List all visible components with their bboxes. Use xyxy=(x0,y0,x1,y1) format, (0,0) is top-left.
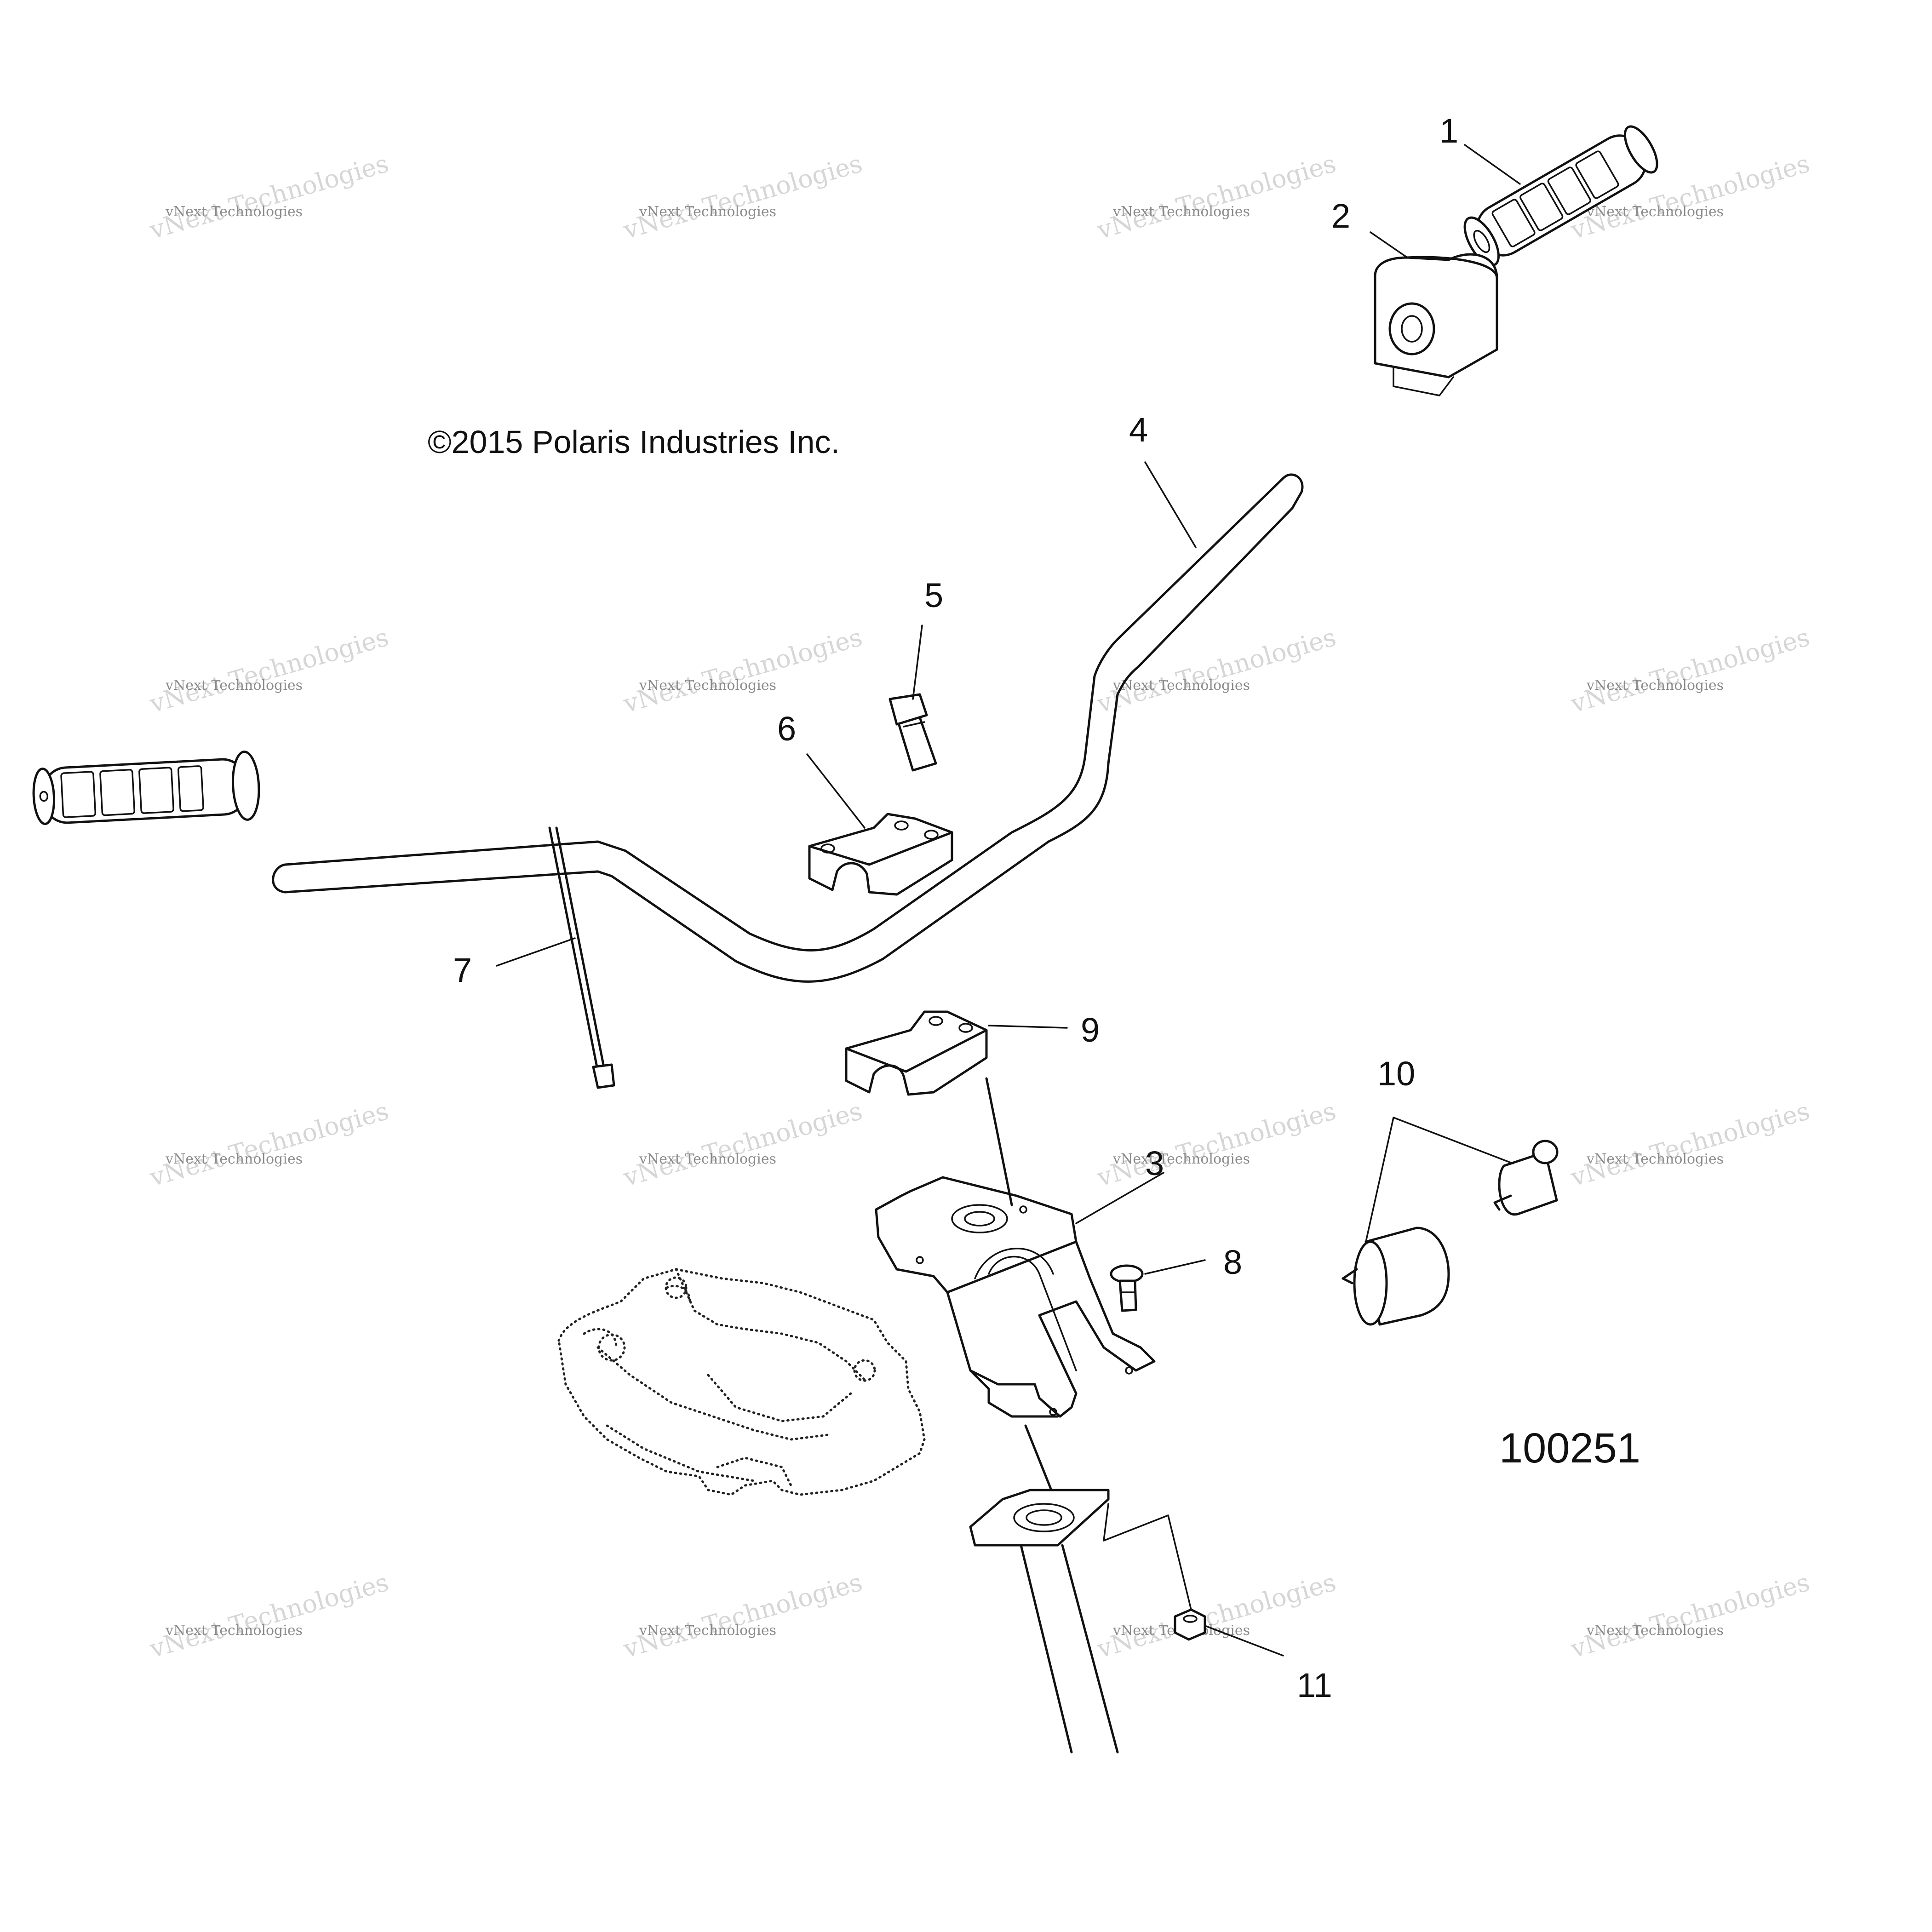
figure-number: 100251 xyxy=(1499,1425,1640,1472)
callout-6: 6 xyxy=(777,710,796,748)
copyright-text: ©2015 Polaris Industries Inc. xyxy=(428,424,840,460)
watermark-large-text: vNext Technologies xyxy=(620,623,866,719)
watermark-large-text: vNext Technologies xyxy=(146,149,392,245)
callout-2: 2 xyxy=(1331,197,1350,235)
callout-1: 1 xyxy=(1439,112,1458,150)
part-1-grip-right xyxy=(1463,125,1658,267)
callout-8: 8 xyxy=(1223,1243,1242,1281)
watermark-large-text: vNext Technologies xyxy=(1567,623,1813,719)
watermark-small-text: vNext Technologies xyxy=(639,1151,776,1167)
watermark-large-text: vNext Technologies xyxy=(1567,1096,1813,1192)
fender-outline xyxy=(557,1268,926,1496)
watermark-large-text: vNext Technologies xyxy=(1567,1568,1813,1664)
watermark-small-text: vNext Technologies xyxy=(165,204,303,220)
watermark-small-text: vNext Technologies xyxy=(1112,204,1250,220)
callouts: 1 2 3 4 5 6 7 8 9 10 11 xyxy=(453,112,1458,1704)
callout-11: 11 xyxy=(1297,1666,1332,1704)
part-9-lower-clamp xyxy=(845,1010,988,1096)
callout-3: 3 xyxy=(1145,1144,1164,1182)
callout-9: 9 xyxy=(1081,1011,1100,1049)
watermark-large-text: vNext Technologies xyxy=(1094,1568,1339,1664)
leader-lines xyxy=(496,144,1521,1657)
watermark-small-text: vNext Technologies xyxy=(1586,1151,1724,1167)
part-5-bolt xyxy=(889,693,937,772)
watermark-large-text: vNext Technologies xyxy=(146,1096,392,1192)
watermark-large-text: vNext Technologies xyxy=(620,149,866,245)
watermark-small-text: vNext Technologies xyxy=(1586,204,1724,220)
watermark-large-text: vNext Technologies xyxy=(1094,623,1339,719)
callout-7: 7 xyxy=(453,951,472,989)
part-7-cable-tie xyxy=(548,826,615,1089)
watermark-small-text: vNext Technologies xyxy=(1112,1151,1250,1167)
watermark-small-text: vNext Technologies xyxy=(165,1622,303,1639)
watermark-small-text: vNext Technologies xyxy=(1586,677,1724,694)
watermark-small-text: vNext Technologies xyxy=(1112,677,1250,694)
part-8-screw xyxy=(1110,1264,1144,1312)
part-11-nut xyxy=(1174,1608,1206,1641)
callout-4: 4 xyxy=(1129,411,1148,449)
part-4-handlebar xyxy=(272,473,1304,983)
watermark-large-text: vNext Technologies xyxy=(146,1568,392,1664)
steering-post xyxy=(969,1077,1119,1754)
left-grip xyxy=(32,751,260,825)
part-2-throttle-block xyxy=(1374,253,1498,396)
part-10-switch xyxy=(1342,1140,1559,1326)
watermark-small-text: vNext Technologies xyxy=(1586,1622,1724,1639)
watermark-large-text: vNext Technologies xyxy=(1094,149,1339,245)
watermark-large-text: vNext Technologies xyxy=(620,1568,866,1664)
watermark-large-text: vNext Technologies xyxy=(1094,1096,1339,1192)
watermark-small-text: vNext Technologies xyxy=(639,1622,776,1639)
watermark-large-text: vNext Technologies xyxy=(146,623,392,719)
callout-10: 10 xyxy=(1377,1055,1415,1093)
watermark-small-text: vNext Technologies xyxy=(165,677,303,694)
callout-5: 5 xyxy=(924,576,943,614)
watermark-small-text: vNext Technologies xyxy=(639,204,776,220)
watermark-small-text: vNext Technologies xyxy=(165,1151,303,1167)
watermark-small-text: vNext Technologies xyxy=(639,677,776,694)
part-3-bracket xyxy=(875,1176,1156,1418)
watermark-large-text: vNext Technologies xyxy=(620,1096,866,1192)
part-6-upper-clamp xyxy=(808,813,953,896)
